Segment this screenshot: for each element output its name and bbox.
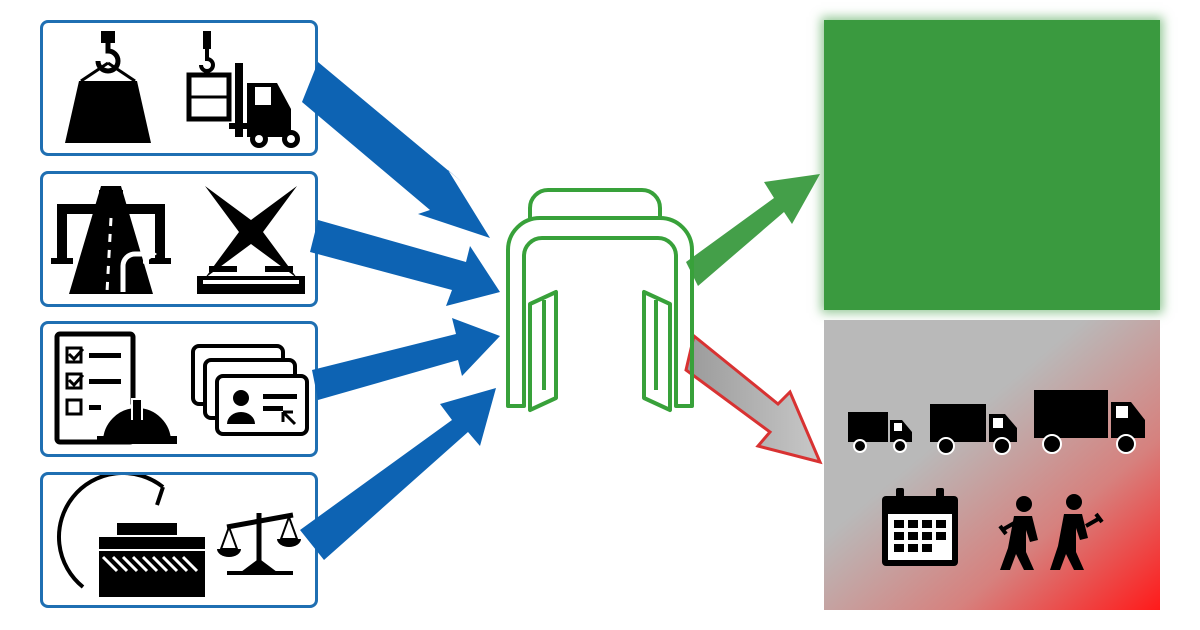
risk-arrow [684,333,823,465]
input-panel-lifting [40,20,318,156]
truck-medium-icon [930,404,1017,455]
gantry-road-route-icon [51,186,171,294]
crane-hook-load-icon [65,31,151,143]
headset-hub-icon [506,188,694,412]
balance-scale-icon [217,512,301,575]
calendar-icon [882,488,958,566]
id-card-stack-icon [191,344,309,436]
input-arrow-1 [302,62,490,238]
forklift-with-hoist-icon [186,31,300,148]
outcome-risk-box [824,320,1160,610]
truck-large-icon [1034,390,1145,454]
input-panel-ground-compliance [40,472,318,608]
truck-small-icon [848,412,912,453]
input-arrow-4 [300,388,496,560]
outcome-success-box [824,20,1160,310]
ground-bearing-gauge-icon [56,475,205,597]
input-panel-transport-route [40,171,318,307]
checklist-hard-hat-icon [54,331,177,445]
workers-icon [998,494,1104,570]
crossed-beam-support-icon [197,186,305,294]
success-arrow [686,174,820,286]
input-panel-permits-training [40,321,318,457]
input-arrow-3 [312,318,500,400]
input-arrow-2 [310,220,500,306]
